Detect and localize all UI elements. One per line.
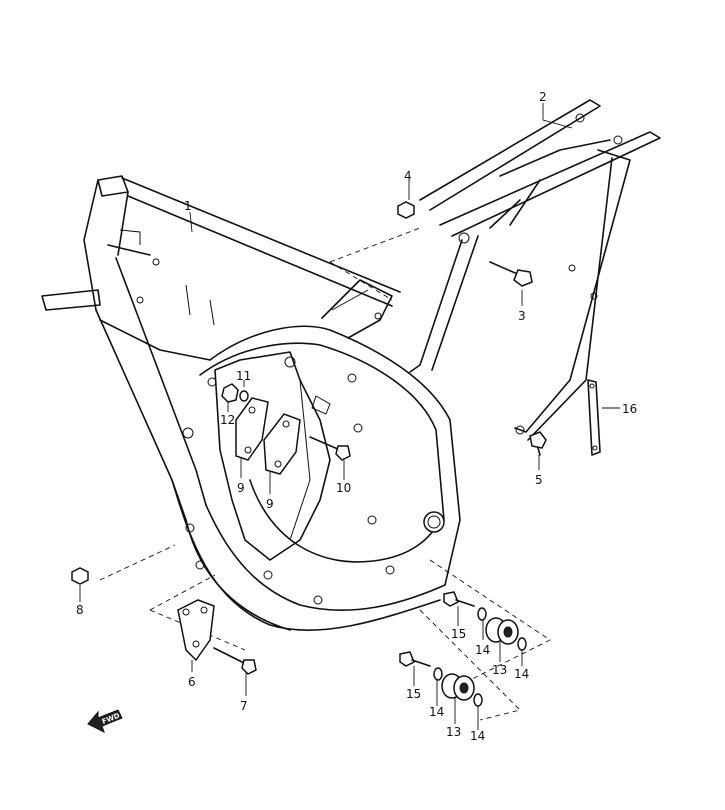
washer-part-11 [239,390,249,402]
callout-14d: 14 [470,729,485,743]
leader-lines [79,103,620,730]
strap-part-16 [587,379,601,456]
bolt-part-7 [213,647,257,675]
bolt-part-3 [489,261,533,287]
bolt-part-15-lower [399,651,431,667]
callout-7: 7 [240,699,248,713]
roller-part-13-lower [441,673,475,701]
callout-4: 4 [404,169,412,183]
callout-3: 3 [518,309,526,323]
callout-1: 1 [184,199,192,213]
main-frame [41,175,461,631]
callout-16: 16 [622,402,637,416]
nut-part-4 [397,201,415,219]
nut-part-12 [221,383,239,403]
callout-14a: 14 [475,643,490,657]
bolt-part-5 [529,431,547,456]
callout-15a: 15 [451,627,466,641]
callout-14c: 14 [429,705,444,719]
nut-part-8 [71,567,89,585]
callout-6: 6 [188,675,196,689]
fwd-label: FWD [101,712,121,726]
callout-8: 8 [76,603,84,617]
callout-12: 12 [220,413,235,427]
callout-14b: 14 [514,667,529,681]
callout-10: 10 [336,481,351,495]
callout-2: 2 [539,90,547,104]
roller-part-13-upper [485,617,519,645]
bolt-part-10 [309,436,351,461]
callout-13b: 13 [446,725,461,739]
engine-mount-plates-part-9 [235,397,301,475]
bracket-part-6 [177,599,215,662]
rear-subframe [409,99,661,441]
bolt-part-15-upper [443,591,475,607]
callout-9b: 9 [266,497,274,511]
callout-11: 11 [236,369,251,383]
callout-labels: 1 2 3 4 5 6 7 8 9 9 10 11 12 13 13 14 14… [76,90,637,743]
callout-5: 5 [535,473,543,487]
callout-9a: 9 [237,481,245,495]
forward-direction-arrow: FWD [87,709,123,733]
callout-15b: 15 [406,687,421,701]
callout-13a: 13 [492,663,507,677]
